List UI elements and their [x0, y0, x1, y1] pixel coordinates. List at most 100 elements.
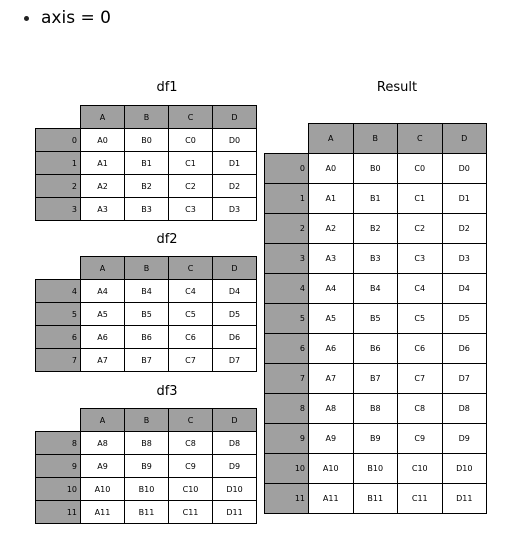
table-cell: A5 [80, 302, 125, 326]
table-cell: D6 [212, 325, 257, 349]
table-cell: B2 [124, 174, 169, 198]
table-cell: B7 [352, 363, 398, 394]
table-cell: A3 [80, 197, 125, 221]
table-cell: A3 [308, 243, 354, 274]
table-cell: D0 [441, 153, 487, 184]
table-cell: C10 [168, 477, 213, 501]
table-cell: D7 [212, 348, 257, 372]
table-cell: B9 [352, 423, 398, 454]
table-cell: B6 [124, 325, 169, 349]
row-index: 1 [264, 183, 309, 214]
table-cell: B8 [124, 431, 169, 455]
table-cell: C0 [168, 128, 213, 152]
table-cell: C2 [168, 174, 213, 198]
row-index: 9 [264, 423, 309, 454]
table-cell: A4 [308, 273, 354, 304]
column-header: B [124, 408, 169, 432]
table-cell: D1 [441, 183, 487, 214]
table-cell: D2 [441, 213, 487, 244]
row-index: 7 [264, 363, 309, 394]
table-cell: C9 [397, 423, 443, 454]
table-cell: B5 [352, 303, 398, 334]
table-cell: C5 [397, 303, 443, 334]
table-cell: C9 [168, 454, 213, 478]
table-cell: A6 [308, 333, 354, 364]
table-cell: A9 [308, 423, 354, 454]
row-index: 0 [35, 128, 81, 152]
table-cell: D4 [441, 273, 487, 304]
column-header: A [80, 105, 125, 129]
table-cell: A7 [308, 363, 354, 394]
table-cell: D1 [212, 151, 257, 175]
table-cell: C8 [168, 431, 213, 455]
table-cell: B11 [124, 500, 169, 524]
column-header: A [80, 256, 125, 280]
df3-title: df3 [156, 384, 178, 399]
column-header: A [80, 408, 125, 432]
row-index: 5 [264, 303, 309, 334]
table-cell: C1 [397, 183, 443, 214]
table-cell: A11 [80, 500, 125, 524]
table-cell: B8 [352, 393, 398, 424]
table-cell: D10 [212, 477, 257, 501]
table-cell: D5 [441, 303, 487, 334]
df1-title: df1 [156, 80, 178, 95]
table-cell: D8 [212, 431, 257, 455]
row-index: 5 [35, 302, 81, 326]
table-cell: B5 [124, 302, 169, 326]
table-cell: B4 [124, 279, 169, 303]
axis-bullet: axis = 0 [24, 6, 111, 30]
column-header: A [308, 123, 354, 154]
column-header: D [441, 123, 487, 154]
table-cell: A5 [308, 303, 354, 334]
table-cell: D7 [441, 363, 487, 394]
table-cell: D5 [212, 302, 257, 326]
column-header: B [124, 256, 169, 280]
table-cell: A10 [308, 453, 354, 484]
table-cell: B6 [352, 333, 398, 364]
table-cell: C7 [168, 348, 213, 372]
table-cell: A9 [80, 454, 125, 478]
table-cell: C0 [397, 153, 443, 184]
row-index: 10 [264, 453, 309, 484]
table-cell: A0 [80, 128, 125, 152]
table-cell: C3 [168, 197, 213, 221]
table-cell: D3 [212, 197, 257, 221]
table-cell: C4 [168, 279, 213, 303]
table-cell: C7 [397, 363, 443, 394]
table-cell: B1 [124, 151, 169, 175]
table-cell: B10 [124, 477, 169, 501]
corner-blank [36, 409, 81, 432]
row-index: 2 [264, 213, 309, 244]
table-cell: C5 [168, 302, 213, 326]
table-cell: C10 [397, 453, 443, 484]
table-cell: A8 [308, 393, 354, 424]
corner-blank [36, 257, 81, 280]
table-cell: B0 [352, 153, 398, 184]
column-header: D [212, 408, 257, 432]
table-cell: A11 [308, 483, 354, 514]
table-cell: B0 [124, 128, 169, 152]
table-cell: D6 [441, 333, 487, 364]
row-index: 0 [264, 153, 309, 184]
table-cell: D0 [212, 128, 257, 152]
